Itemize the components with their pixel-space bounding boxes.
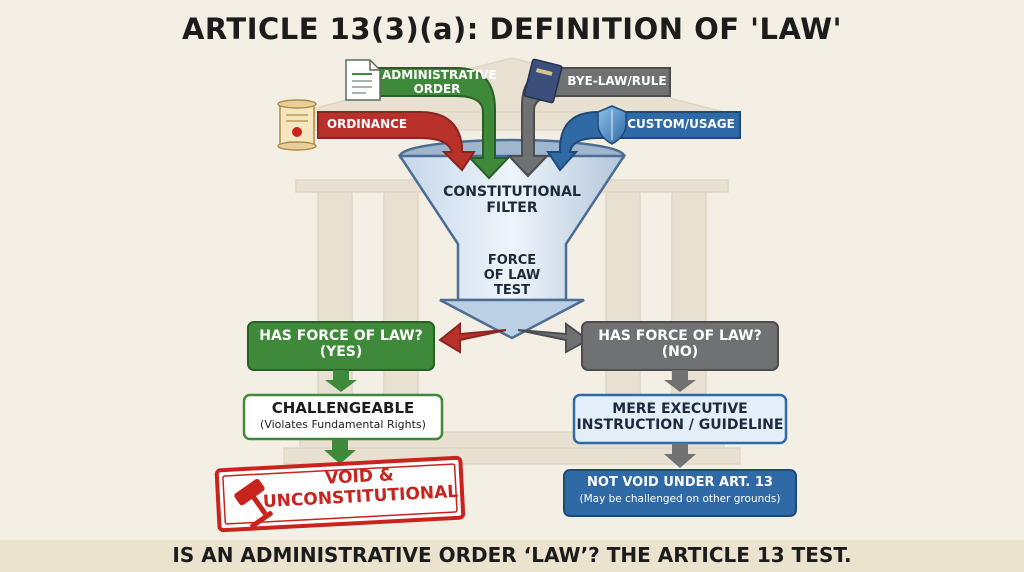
challengeable-down-arrow — [324, 439, 356, 464]
not-void-label: NOT VOID UNDER ART. 13 (May be challenge… — [579, 475, 781, 505]
document-icon — [345, 59, 381, 101]
shield-icon — [597, 105, 627, 145]
scroll-icon — [277, 99, 317, 151]
administrative-order-label: ADMINISTRATIVE ORDER — [382, 68, 497, 96]
footer-band — [0, 540, 1024, 572]
no-down-arrow — [664, 370, 696, 392]
custom-usage-label: CUSTOM/USAGE — [627, 117, 735, 131]
page-title: ARTICLE 13(3)(a): DEFINITION OF 'LAW' — [181, 12, 843, 46]
footer-caption: IS AN ADMINISTRATIVE ORDER ‘LAW’? THE AR… — [172, 543, 852, 567]
funnel — [397, 138, 627, 340]
executive-instruction-label: MERE EXECUTIVE INSTRUCTION / GUIDELINE — [576, 401, 784, 434]
ordinance-arrow — [317, 111, 476, 172]
yes-branch-arrow — [438, 321, 507, 354]
force-of-law-test-label: FORCE OF LAW TEST — [483, 253, 541, 298]
yes-question-label: HAS FORCE OF LAW? (YES) — [259, 328, 423, 361]
not-void-box — [563, 469, 797, 517]
void-stamp — [214, 455, 466, 533]
executive-down-arrow — [664, 443, 696, 468]
bye-law-label: BYE-LAW/RULE — [567, 74, 667, 88]
challengeable-label: CHALLENGEABLE (Violates Fundamental Righ… — [260, 399, 426, 432]
ordinance-label: ORDINANCE — [326, 117, 408, 131]
yes-down-arrow — [325, 370, 357, 392]
custom-usage-arrow — [546, 111, 741, 172]
no-question-label: HAS FORCE OF LAW? (NO) — [598, 328, 762, 361]
administrative-order-arrow — [377, 67, 511, 180]
gavel-icon — [234, 478, 273, 529]
constitutional-filter-label: CONSTITUTIONAL FILTER — [443, 184, 581, 217]
book-icon — [523, 58, 563, 104]
